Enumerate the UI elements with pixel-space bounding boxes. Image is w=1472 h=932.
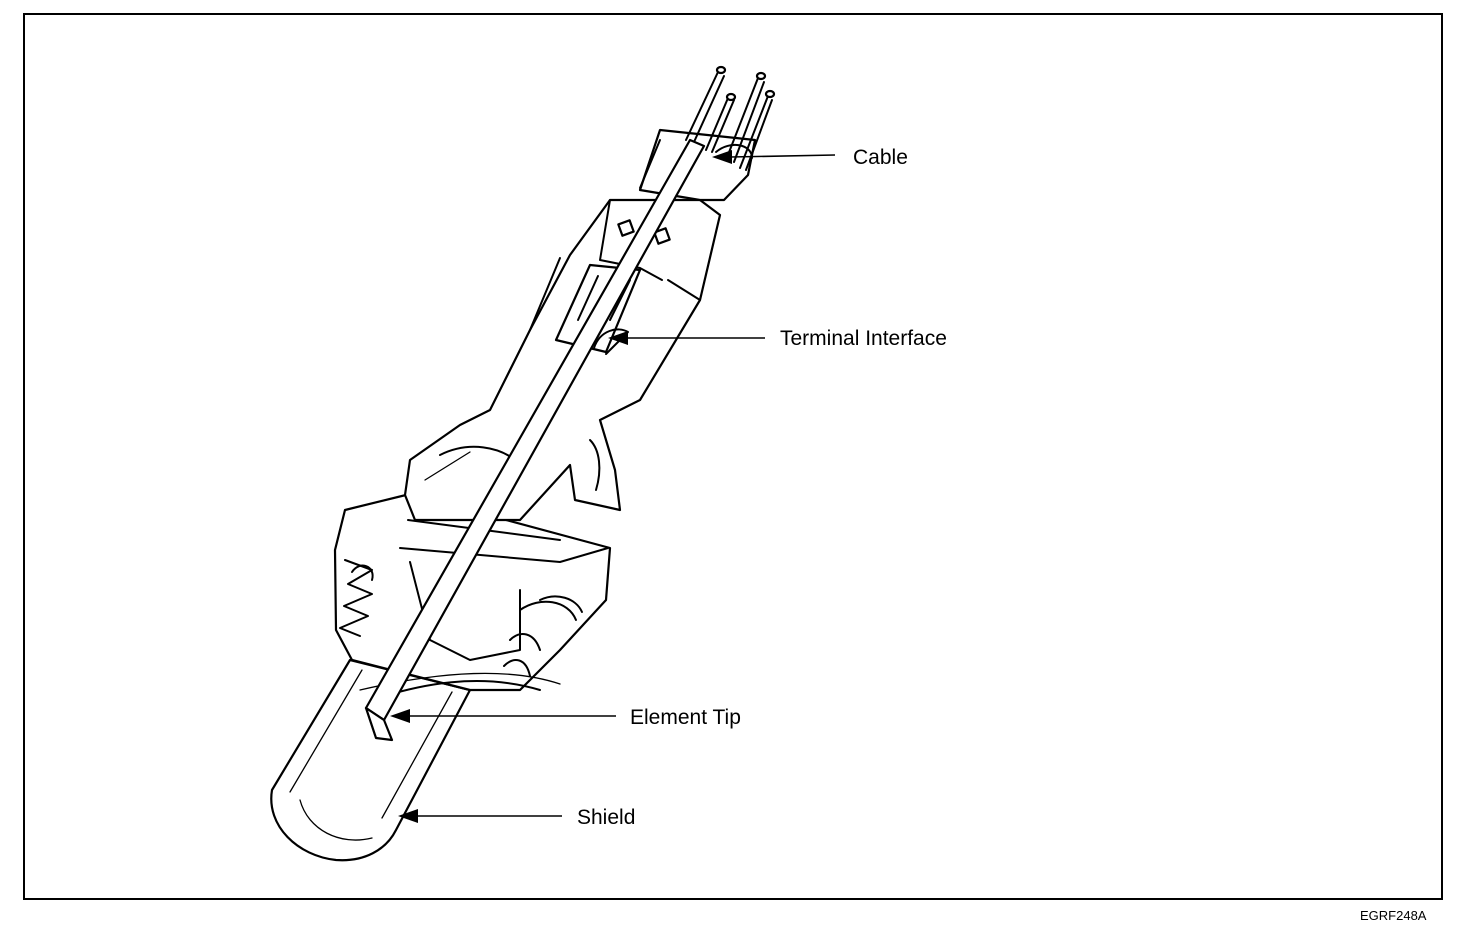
leader-cable	[712, 150, 836, 164]
cable-bundle	[638, 65, 776, 202]
label-cable: Cable	[853, 146, 908, 169]
label-terminal-interface: Terminal Interface	[780, 327, 947, 350]
figure-code: EGRF248A	[1360, 908, 1427, 923]
label-element-tip: Element Tip	[630, 706, 741, 729]
label-shield: Shield	[577, 806, 636, 829]
leader-element-tip	[390, 709, 616, 723]
shield-part	[270, 658, 472, 862]
element-rod	[364, 138, 706, 742]
leader-terminal-interface	[608, 331, 765, 345]
figure-border	[23, 13, 1443, 900]
leader-shield	[398, 809, 562, 823]
upper-housing	[403, 198, 722, 522]
